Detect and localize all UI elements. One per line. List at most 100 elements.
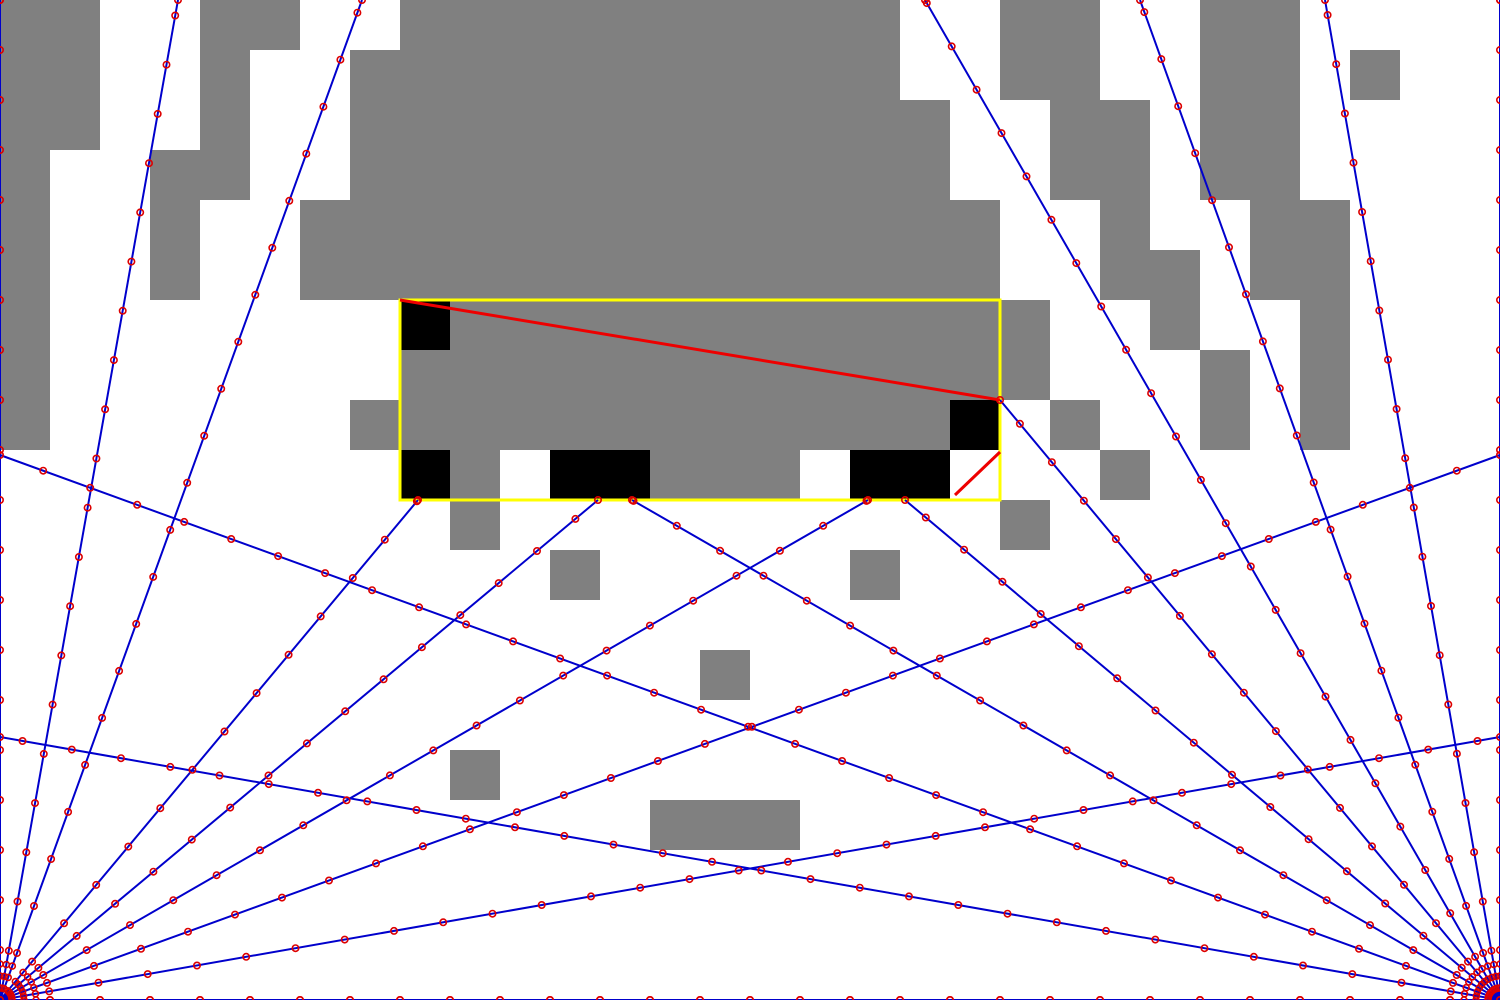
obstacle-cell	[1100, 200, 1150, 250]
sample-point	[1346, 735, 1355, 744]
origin-sample-point	[1460, 996, 1468, 1000]
sample-point	[1375, 306, 1384, 315]
origin-sample-point	[1468, 972, 1477, 981]
sample-point	[145, 159, 154, 168]
sample-point	[188, 765, 197, 774]
sample-point	[92, 880, 101, 889]
sample-point	[1227, 780, 1236, 789]
sample-point	[342, 796, 351, 805]
obstacle-cell	[750, 350, 800, 400]
sample-point	[1221, 519, 1230, 528]
ray-endpoint	[413, 495, 422, 504]
obstacle-cell	[1250, 200, 1300, 250]
sample-point	[560, 831, 569, 840]
sample-point	[1261, 910, 1270, 919]
obstacle-cell	[50, 0, 100, 50]
sample-point	[1015, 419, 1024, 428]
sample-point	[1366, 921, 1375, 930]
sample-point	[1496, 696, 1500, 704]
sample-point	[1236, 846, 1245, 855]
sample-point	[66, 602, 75, 611]
origin-sample-point	[23, 973, 32, 981]
ray-line	[924, 0, 1500, 1000]
sample-point	[1047, 458, 1056, 467]
sample-point	[1401, 454, 1410, 463]
sample-point	[732, 571, 741, 580]
sample-point	[1428, 807, 1437, 816]
sample-point	[126, 921, 135, 930]
sample-point	[1228, 770, 1237, 779]
sample-point	[791, 739, 800, 748]
ray-endpoint	[1321, 0, 1329, 4]
sample-point	[932, 791, 941, 800]
sample-point	[234, 337, 243, 346]
sample-point	[846, 621, 855, 630]
free-cell	[800, 450, 850, 500]
sample-point	[1462, 901, 1471, 910]
sample-point	[1242, 290, 1251, 299]
obstacle-cell	[650, 800, 700, 850]
sample-point	[0, 696, 4, 704]
obstacle-cell	[750, 0, 800, 50]
sample-point	[0, 296, 4, 304]
sample-point	[1487, 946, 1496, 955]
sample-point	[1342, 867, 1351, 876]
obstacle-cell	[850, 200, 900, 250]
sample-point	[1178, 788, 1187, 797]
sample-point	[217, 384, 226, 393]
sample-point	[39, 970, 48, 979]
obstacle-cell	[550, 150, 600, 200]
obstacle-cell	[700, 300, 750, 350]
sample-point	[149, 867, 158, 876]
sample-point	[1271, 605, 1280, 614]
sample-point	[775, 546, 784, 555]
obstacle-cell	[550, 350, 600, 400]
sample-point	[324, 876, 333, 885]
sample-point	[124, 842, 133, 851]
sample-point	[42, 978, 51, 987]
origin-sample-point	[19, 992, 28, 1000]
sample-point	[1332, 60, 1341, 69]
obstacle-cell	[50, 50, 100, 100]
obstacle-cell	[700, 150, 750, 200]
sample-point	[215, 771, 224, 780]
sample-point	[1452, 466, 1461, 475]
obstacle-cell	[450, 500, 500, 550]
sample-point	[1449, 978, 1458, 987]
sample-point	[166, 525, 175, 534]
sample-point	[385, 771, 394, 780]
obstacle-cell	[0, 100, 50, 150]
sample-point	[0, 96, 4, 104]
obstacle-cell	[550, 250, 600, 300]
obstacle-cell	[800, 300, 850, 350]
obstacle-cell	[600, 250, 650, 300]
obstacle-cell	[350, 200, 400, 250]
sample-point	[559, 671, 568, 680]
obstacle-cell	[400, 250, 450, 300]
sample-point	[28, 957, 37, 966]
obstacle-cell	[150, 200, 200, 250]
ray-endpoint	[863, 495, 872, 504]
ray-line	[0, 0, 363, 1000]
sample-point	[1322, 896, 1331, 905]
sample-point	[371, 859, 380, 868]
obstacle-cell	[600, 0, 650, 50]
sample-point	[0, 546, 4, 554]
sample-point	[341, 707, 350, 716]
sample-point	[251, 290, 260, 299]
obstacle-cell	[750, 300, 800, 350]
blocked-cell	[400, 450, 450, 500]
obstacle-cell	[600, 300, 650, 350]
sample-point	[1047, 215, 1056, 224]
sample-point	[143, 970, 152, 979]
sample-point	[838, 756, 847, 765]
highlight-segment	[399, 298, 1001, 402]
obstacle-cell	[800, 400, 850, 450]
obstacle-cell	[1000, 0, 1050, 50]
sample-point	[998, 577, 1007, 586]
sample-point	[101, 405, 110, 414]
origin-sample-point	[8, 962, 17, 970]
sample-point	[1381, 899, 1390, 908]
sample-point	[744, 722, 753, 731]
obstacle-cell	[550, 0, 600, 50]
